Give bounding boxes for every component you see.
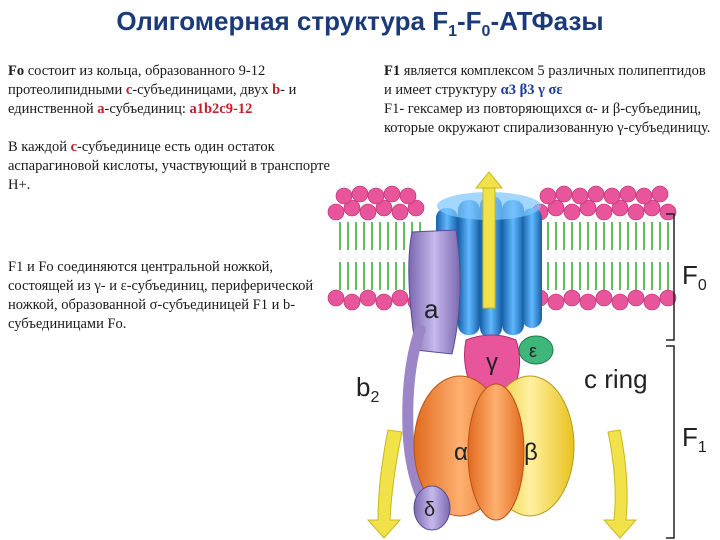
stalk-description: F1 и Fo соединяются центральной ножкой, …: [8, 259, 314, 332]
subunit-a: [408, 229, 461, 355]
region-brackets: [666, 213, 675, 539]
f0-description: Fo состоит из кольца, образованного 9-12…: [8, 63, 297, 117]
label-b2: b2: [356, 372, 379, 406]
proton-arrows: [366, 171, 638, 539]
b2-stalk: [402, 324, 436, 520]
label-f1: F1: [682, 422, 707, 456]
label-alpha: α: [454, 439, 468, 466]
f1-description: F1 является комплексом 5 различных полип…: [384, 63, 711, 136]
label-f0: F0: [682, 260, 707, 294]
membrane-heads: [327, 185, 677, 311]
label-gamma: γ: [486, 349, 498, 376]
subunit-delta: [413, 485, 451, 531]
label-c-ring: c ring: [584, 364, 648, 394]
label-beta: β: [524, 439, 538, 466]
subunit-epsilon: [518, 335, 554, 365]
label-delta: δ: [424, 499, 435, 521]
subunit-alpha-2: [467, 383, 525, 521]
label-epsilon: ε: [529, 341, 537, 361]
page-title: Олигомерная структура F1-F0-АТФазы: [116, 6, 604, 41]
label-a: a: [424, 294, 439, 324]
c-subunit-description: В каждой c-субъединице есть один остаток…: [8, 139, 330, 193]
